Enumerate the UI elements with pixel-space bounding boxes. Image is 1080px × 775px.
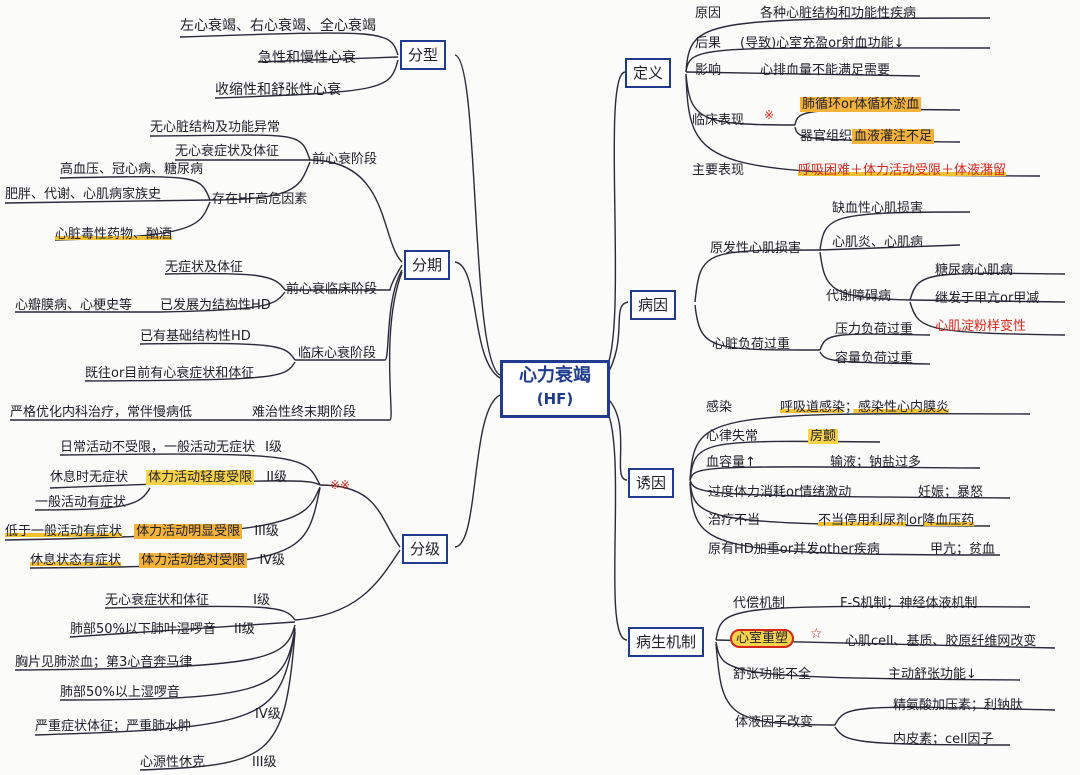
definition-value: 心排血量不能满足需要 — [760, 63, 891, 78]
clinical-item: 肺循环or体循环淤血 — [800, 97, 922, 112]
nyha-row: 低于一般活动有症状 体力活动明显受限 III级 — [5, 524, 279, 539]
refractory-stage: 难治性终末期阶段 — [252, 405, 357, 420]
nyha-mark: ※※ — [330, 478, 351, 492]
etiology-item: 缺血性心肌损害 — [832, 201, 924, 216]
trigger-key: 原有HD加重or并发other疾病 — [708, 542, 880, 557]
nyha-row: 日常活动不受限，一般活动无症状 I级 — [60, 440, 282, 455]
trigger-key: 治疗不当 — [708, 513, 761, 528]
trigger-value: 妊娠；暴怒 — [918, 485, 984, 500]
etiology-item: 压力负荷过重 — [835, 322, 914, 337]
nyha-row: 休息时无症状 体力活动轻度受限 II级 — [50, 470, 287, 485]
stage-item: 无心衰症状及体征 — [175, 144, 280, 159]
mechanism-item: 精氨酸加压素；利钠肽 — [893, 698, 1024, 713]
etiology-overload: 心脏负荷过重 — [712, 337, 791, 352]
definition-value: 各种心脏结构和功能性疾病 — [760, 6, 917, 21]
central-subtitle: (HF) — [536, 390, 574, 408]
trigger-value: 输液；钠盐过多 — [830, 455, 922, 470]
clinical-item: 器官组织血液灌注不足 — [800, 129, 935, 144]
clinical-mark: ※ — [764, 108, 775, 122]
killip-row: 胸片见肺淤血；第3心音奔马律 — [15, 655, 193, 670]
risk-item: 心脏毒性药物、酗酒 — [55, 227, 173, 242]
nyha-row: 休息状态有症状 体力活动绝对受限 IV级 — [30, 553, 286, 568]
risk-item: 高血压、冠心病、糖尿病 — [60, 162, 204, 177]
stage-item: 存在HF高危因素 — [212, 192, 308, 207]
mechanism-value: 主动舒张功能↓ — [888, 667, 977, 682]
stage-item: 已发展为结构性HD — [160, 298, 271, 313]
central-topic: 心力衰竭 (HF) — [500, 360, 610, 418]
trigger-value: 甲亢；贫血 — [930, 542, 996, 557]
etiology-item: 心肌淀粉样变性 — [935, 319, 1027, 334]
grade-node: 分级 — [402, 534, 449, 564]
risk-item: 肥胖、代谢、心肌病家族史 — [5, 187, 162, 202]
mechanism-key: 心室重塑 — [730, 629, 795, 648]
stage-item: 无症状及体征 — [165, 260, 244, 275]
killip-row: 无心衰症状和体征 I级 — [105, 593, 270, 608]
trigger-value: 呼吸道感染；感染性心内膜炎 — [780, 400, 950, 415]
stage-detail: 心瓣膜病、心梗史等 — [15, 298, 133, 313]
stage-item: 既往or目前有心衰症状和体征 — [85, 366, 255, 381]
central-title: 心力衰竭 — [519, 365, 591, 386]
mechanism-humoral: 体液因子改变 — [735, 715, 814, 730]
star-icon: ☆ — [810, 626, 823, 642]
killip-row: 心源性休克 — [140, 755, 206, 770]
clinical-label: 临床表现 — [692, 113, 745, 128]
pre-clinical-stage: 前心衰临床阶段 — [286, 282, 378, 297]
trigger-key: 过度体力消耗or情绪激动 — [708, 485, 852, 500]
trigger-key: 感染 — [706, 400, 733, 415]
type-item: 左心衰竭、右心衰竭、全心衰竭 — [180, 18, 376, 34]
etiology-item: 继发于甲亢or甲减 — [935, 291, 1040, 306]
definition-key: 影响 — [695, 63, 722, 78]
killip-level: III级 — [252, 755, 277, 770]
type-item: 收缩性和舒张性心衰 — [215, 82, 341, 98]
killip-row: 肺部50%以下肺叶湿啰音 II级 — [70, 622, 255, 637]
main-value: 呼吸困难＋体力活动受限＋体液潴留 — [798, 163, 1007, 178]
pre-hf-stage: 前心衰阶段 — [312, 152, 378, 167]
trigger-value: 房颤 — [808, 429, 839, 444]
definition-value: (导致)心室充盈or射血功能↓ — [740, 36, 905, 51]
killip-row: 肺部50%以上湿啰音 — [60, 685, 180, 700]
nyha-extra: 一般活动有症状 — [35, 495, 127, 510]
mechanism-value: F-S机制；神经体液机制 — [840, 596, 978, 611]
definition-key: 原因 — [695, 6, 722, 21]
mechanism-node: 病生机制 — [628, 627, 705, 657]
etiology-primary: 原发性心肌损害 — [710, 241, 802, 256]
type-item: 急性和慢性心衰 — [258, 50, 356, 66]
clinical-stage: 临床心衰阶段 — [298, 346, 377, 361]
mechanism-value: 心肌cell、基质、胶原纤维网改变 — [845, 634, 1037, 649]
mechanism-item: 内皮素；cell因子 — [893, 732, 994, 747]
etiology-item: 心肌炎、心肌病 — [832, 235, 924, 250]
killip-level: IV级 — [255, 707, 281, 722]
trigger-value: 不当停用利尿剂or降血压药 — [818, 513, 975, 528]
etiology-item: 糖尿病心肌病 — [935, 263, 1014, 278]
stage-node: 分期 — [404, 250, 451, 280]
main-label: 主要表现 — [692, 163, 745, 178]
stage-item: 已有基础结构性HD — [140, 329, 251, 344]
trigger-node: 诱因 — [628, 468, 675, 498]
etiology-item: 容量负荷过重 — [835, 351, 914, 366]
mechanism-key: 舒张功能不全 — [733, 667, 812, 682]
killip-row: 严重症状体征；严重肺水肿 — [35, 719, 192, 734]
trigger-key: 心律失常 — [706, 429, 759, 444]
stage-detail: 严格优化内科治疗，常伴慢病低 — [10, 405, 193, 420]
definition-key: 后果 — [695, 36, 722, 51]
mechanism-key: 代偿机制 — [733, 596, 786, 611]
trigger-key: 血容量↑ — [706, 455, 756, 470]
etiology-metabolic: 代谢障碍病 — [826, 289, 892, 304]
etiology-node: 病因 — [630, 290, 677, 320]
definition-node: 定义 — [625, 58, 672, 88]
type-node: 分型 — [400, 40, 447, 70]
stage-item: 无心脏结构及功能异常 — [150, 120, 281, 135]
